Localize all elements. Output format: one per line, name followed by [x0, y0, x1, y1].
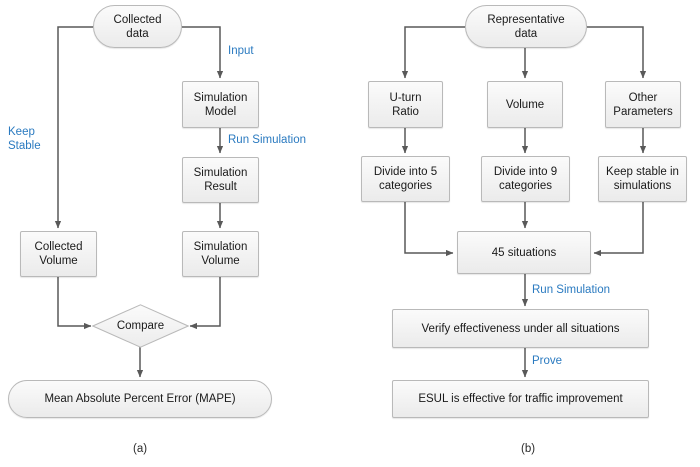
- edge-collected-data-to-collected-volume: [54, 26, 93, 229]
- edge-collected-volume-to-compare: [57, 277, 92, 330]
- node-verify-effectiveness-label: Verify effectiveness under all situation…: [421, 322, 620, 335]
- node-compare[interactable]: Compare: [92, 304, 189, 348]
- node-esul-effective[interactable]: ESUL is effective for traffic improvemen…: [392, 380, 649, 418]
- edge-collected-data-to-simulation-model: [182, 26, 224, 79]
- caption-panel-b: (b): [521, 443, 536, 455]
- edge-label-run-simulation-a: Run Simulation: [228, 134, 306, 146]
- edge-simulation-volume-to-compare: [189, 277, 221, 330]
- connector-group-panel-b: [401, 26, 647, 378]
- edge-representative-to-other-parameters: [587, 26, 647, 79]
- node-mape-label: Mean Absolute Percent Error (MAPE): [44, 393, 236, 405]
- caption-panel-a: (a): [133, 443, 148, 455]
- connector-group-panel-a: [54, 26, 224, 378]
- node-compare-label: Compare: [116, 320, 165, 332]
- edge-label-run-simulation-b: Run Simulation: [532, 284, 610, 296]
- edge-keepstable-to-45situations: [593, 202, 644, 257]
- node-verify-effectiveness[interactable]: Verify effectiveness under all situation…: [392, 309, 649, 348]
- node-esul-effective-label: ESUL is effective for traffic improvemen…: [418, 393, 623, 405]
- node-45-situations-label: 45 situations: [491, 246, 557, 259]
- node-45-situations[interactable]: 45 situations: [457, 231, 591, 274]
- edge-label-input: Input: [228, 45, 254, 57]
- node-volume-label: Volume: [505, 98, 545, 111]
- edge-divide5-to-45situations: [404, 202, 454, 257]
- diamond-shape: [92, 304, 189, 348]
- node-volume[interactable]: Volume: [487, 81, 563, 128]
- edge-representative-to-uturn: [401, 26, 465, 79]
- edge-label-prove: Prove: [532, 355, 563, 367]
- node-mape[interactable]: Mean Absolute Percent Error (MAPE): [8, 380, 272, 418]
